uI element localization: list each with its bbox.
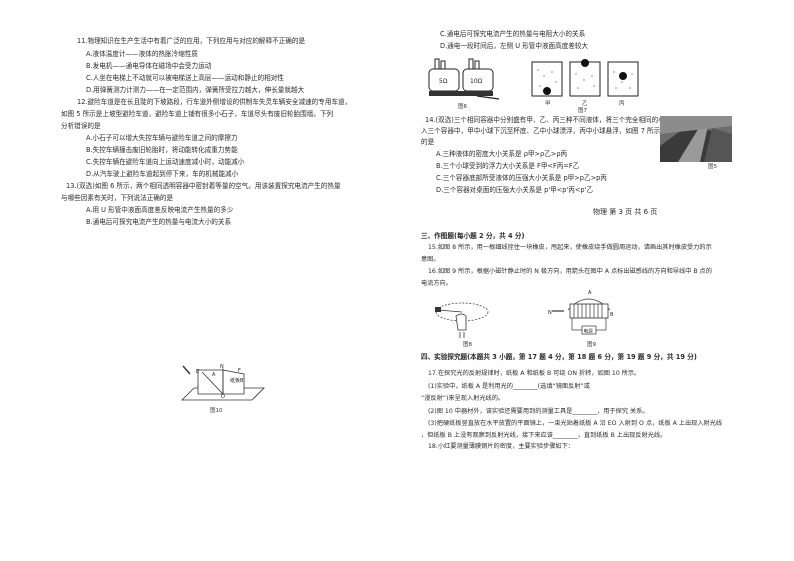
figure-8-caption: 图8 (463, 342, 472, 348)
q14-stem-line-1: 14.(双选)三个相同容器中分别盛有甲、乙、丙三种不同液体，将三个完全相同的小球… (425, 116, 698, 124)
q17-sub3-line-1: (3)把硬纸板竖直放在水平放置的平面镜上，一束光贴着纸板 A 沿 EO 入射到 … (428, 420, 723, 427)
figure-8-diagram (435, 302, 489, 338)
q11-option-c: C.人坐在电梯上不动就可以被电梯送上高层——运动和静止的相对性 (86, 74, 284, 82)
fig7-label-jia: 甲 (545, 101, 551, 107)
q14-option-c: C.三个容器底部所受液体的压强大小关系是 p甲>p乙>p丙 (436, 174, 607, 182)
q17-sub3-line-2: ，但纸板 B 上没有观察到反射光线，接下来应该________，直到纸板 B 上… (421, 432, 667, 439)
page-footer: 物理 第 3 页 共 6 页 (593, 208, 658, 216)
q13-option-b: B.通电后可探究电流产生的热量与电流大小的关系 (86, 218, 232, 226)
q14-option-d: D.三个容器对桌面的压强大小关系是 p'甲<p'丙<p'乙 (436, 186, 593, 194)
q11-option-d: D.用弹簧测力计测力——在一定范围内，弹簧所受拉力越大，伸长量就越大 (86, 86, 305, 94)
q16-line-2: 电流方向。 (421, 280, 452, 287)
figure-5-photo (660, 116, 732, 162)
figure-7-caption: 图7 (578, 108, 587, 114)
q13-option-a: A.用 U 形管中液面高度差反映电流产生热量的多少 (86, 206, 234, 214)
fig10-mark-o: O (221, 394, 225, 400)
figure-10-diagram: E A O 纸板B N F (181, 364, 265, 401)
q14-stem-line-2: 入三个容器中，甲中小球下沉至杯底、乙中小球漂浮，丙中小球悬浮，如图 7 所示。下… (421, 127, 707, 135)
fig10-mark-a: A (212, 372, 216, 378)
q17-sub1-line-1: (1)实验中，纸板 A 是利用光的________(选填“镜面反射”或 (428, 383, 590, 390)
fig7-label-bing: 丙 (619, 101, 625, 107)
figure-10-caption: 图10 (210, 408, 223, 414)
section-3-heading: 三、作图题(每小题 2 分，共 4 分) (421, 232, 525, 240)
section-4-heading: 四、实验探究题(本题共 3 小题，第 17 题 4 分，第 18 题 6 分，第… (421, 353, 697, 361)
figure-9-diagram: N A B 电源 (548, 290, 614, 335)
figure-5-caption: 图5 (708, 164, 717, 170)
q14-stem-line-3: 的是 (421, 138, 435, 146)
q18-stem: 18.小红要测量薄膜钢片的密度，主要实验步骤如下： (428, 443, 574, 450)
q17-sub2: (2)图 10 中器材外，该实验还需要用到的测量工具是________，用于探究… (428, 408, 649, 415)
q12-stem-line-1: 12.避险车道是在长且陡的下坡路段，行车道外侧增设的供制车失灵车辆安全减速的专用… (77, 98, 352, 106)
fig10-mark-b: 纸板B (230, 377, 244, 384)
figure-9-caption: 图9 (587, 342, 596, 348)
fig9-n: N (548, 310, 552, 316)
q13-stem-line-1: 13.(双选)如图 6 所示，两个相同透明容器中密封着等量的空气。用该装置探究电… (66, 182, 341, 190)
figure-6-diagram: 5Ω 10Ω (428, 58, 500, 100)
fig10-mark-n: N (220, 364, 224, 370)
fig9-b: B (610, 312, 614, 318)
fig6-r2: 10Ω (470, 78, 483, 85)
q12-stem-line-2: 如图 5 所示是上坡型避险车道，避险车道上铺有很多小石子，车道尽头有废旧轮胎围墙… (61, 110, 334, 118)
fig7-label-yi: 乙 (582, 101, 588, 107)
figure-7-diagram (531, 59, 639, 97)
q14-option-b: B.三个小球受到的浮力大小关系是 F甲<F丙=F乙 (436, 162, 580, 170)
q15-line-2: 意图。 (421, 256, 440, 263)
q14-option-a: A.三种液体的密度大小关系是 ρ甲>ρ乙>ρ丙 (436, 150, 568, 158)
q17-stem: 17.在探究光的反射规律时，纸板 A 和纸板 B 可绕 ON 折转，如图 10 … (428, 370, 641, 377)
fig10-mark-e: E (196, 369, 199, 375)
q12-stem-line-3: 分析错误的是 (61, 122, 101, 130)
q11-option-a: A.液体温度计——液体的热胀冷缩性质 (86, 50, 198, 58)
q12-option-b: B.失控车辆撞击废旧轮胎时，将动能转化成重力势能 (86, 146, 238, 154)
q13-option-d: D.通电一段时间后，左侧 U 形管中液面高度差较大 (440, 42, 589, 50)
fig9-a: A (588, 290, 592, 296)
q12-option-c: C.失控车辆在避险车道向上运动速度减小时，动能减小 (86, 158, 245, 166)
q12-option-a: A.小石子可以增大失控车辆与避险车道之间的摩擦力 (86, 134, 238, 142)
figure-6-caption: 图6 (458, 104, 467, 110)
q16-line-1: 16.如图 9 所示，根据小磁针静止时的 N 极方向，用箭头在图中 A 点标出磁… (428, 268, 712, 275)
fig9-power: 电源 (584, 328, 594, 335)
q13-option-c: C.通电后可探究电流产生的热量与电阻大小的关系 (440, 30, 586, 38)
q17-sub1-line-2: “漫反射”)来呈现入射光线的。 (421, 395, 505, 402)
q15-line-1: 15.如图 8 所示，用一根细线拴住一块橡皮，甩起来，使橡皮绕手做圆周运动，请画… (428, 244, 712, 251)
fig10-mark-f: F (238, 368, 241, 374)
q11-stem: 11.物理知识在生产生活中有着广泛的应用，下列应用与对应的解释不正确的是 (77, 37, 306, 45)
fig6-r1: 5Ω (439, 78, 448, 85)
q12-option-d: D.从汽车驶上避险车道起到停下来，车的机械能减小 (86, 170, 239, 178)
q11-option-b: B.发电机——通电导体在磁场中会受力运动 (86, 62, 212, 70)
q13-stem-line-2: 与哪些因素有关时，下列说法正确的是 (61, 194, 174, 202)
